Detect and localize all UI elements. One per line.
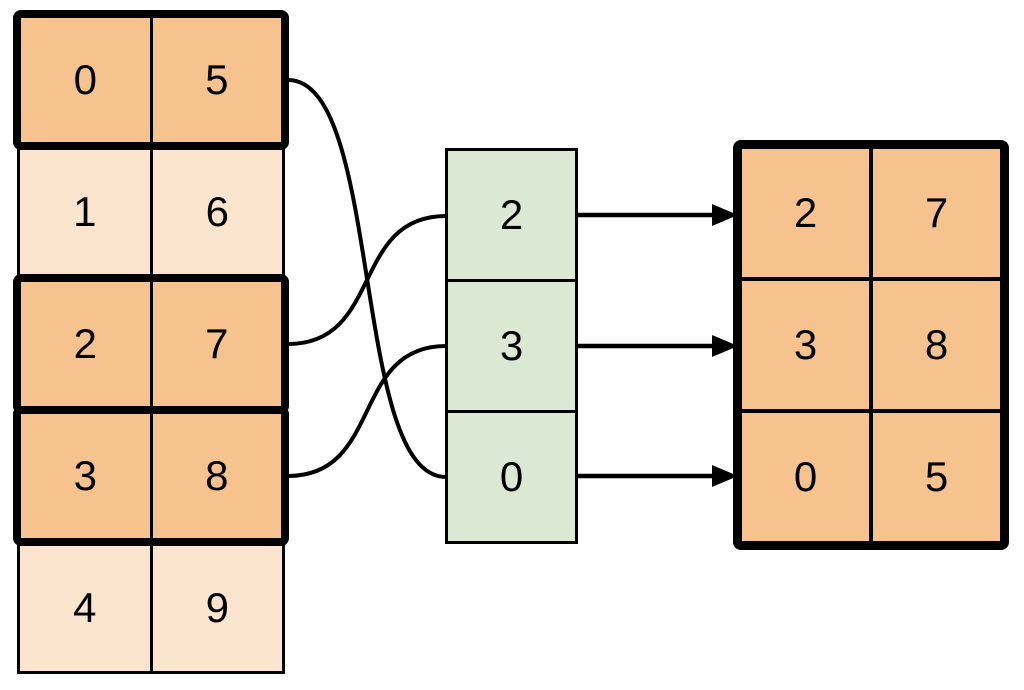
result-cell-2-0: 0 bbox=[742, 413, 869, 541]
curve-row2-to-index2 bbox=[287, 214, 447, 346]
index-cell-2: 0 bbox=[448, 410, 575, 541]
source-cell-4-0: 4 bbox=[73, 584, 97, 631]
source-cell-4-1: 9 bbox=[149, 545, 283, 671]
source-cell-0-1: 5 bbox=[149, 18, 282, 142]
source-row-0-highlighted: 0 5 bbox=[13, 10, 289, 150]
result-cell-2-1: 5 bbox=[873, 413, 1000, 541]
index-column: 2 3 0 bbox=[445, 148, 578, 544]
source-row-2-highlighted: 2 7 bbox=[13, 274, 289, 414]
source-row-4: 4 9 bbox=[17, 542, 285, 674]
source-cell-1-1: 6 bbox=[149, 149, 283, 275]
source-cell-2-1: 7 bbox=[149, 282, 282, 406]
curve-row3-to-index3 bbox=[287, 344, 447, 478]
result-cell-1-0: 3 bbox=[742, 281, 869, 409]
source-cell-2-0: 2 bbox=[73, 320, 97, 367]
source-cell-3-0: 3 bbox=[73, 452, 97, 499]
index-cell-1: 3 bbox=[448, 279, 575, 410]
result-cell-0-1: 7 bbox=[873, 149, 1000, 277]
source-row-3-highlighted: 3 8 bbox=[13, 406, 289, 546]
source-cell-0-0: 0 bbox=[73, 56, 97, 103]
result-table: 2 7 3 8 0 5 bbox=[733, 140, 1009, 550]
result-cell-0-0: 2 bbox=[742, 149, 869, 277]
index-cell-0: 2 bbox=[499, 191, 524, 238]
source-row-1: 1 6 bbox=[17, 146, 285, 278]
source-cell-3-1: 8 bbox=[149, 414, 282, 538]
source-cell-1-0: 1 bbox=[73, 188, 97, 235]
curve-row0-to-index0 bbox=[287, 78, 447, 479]
result-cell-1-1: 8 bbox=[873, 281, 1000, 409]
